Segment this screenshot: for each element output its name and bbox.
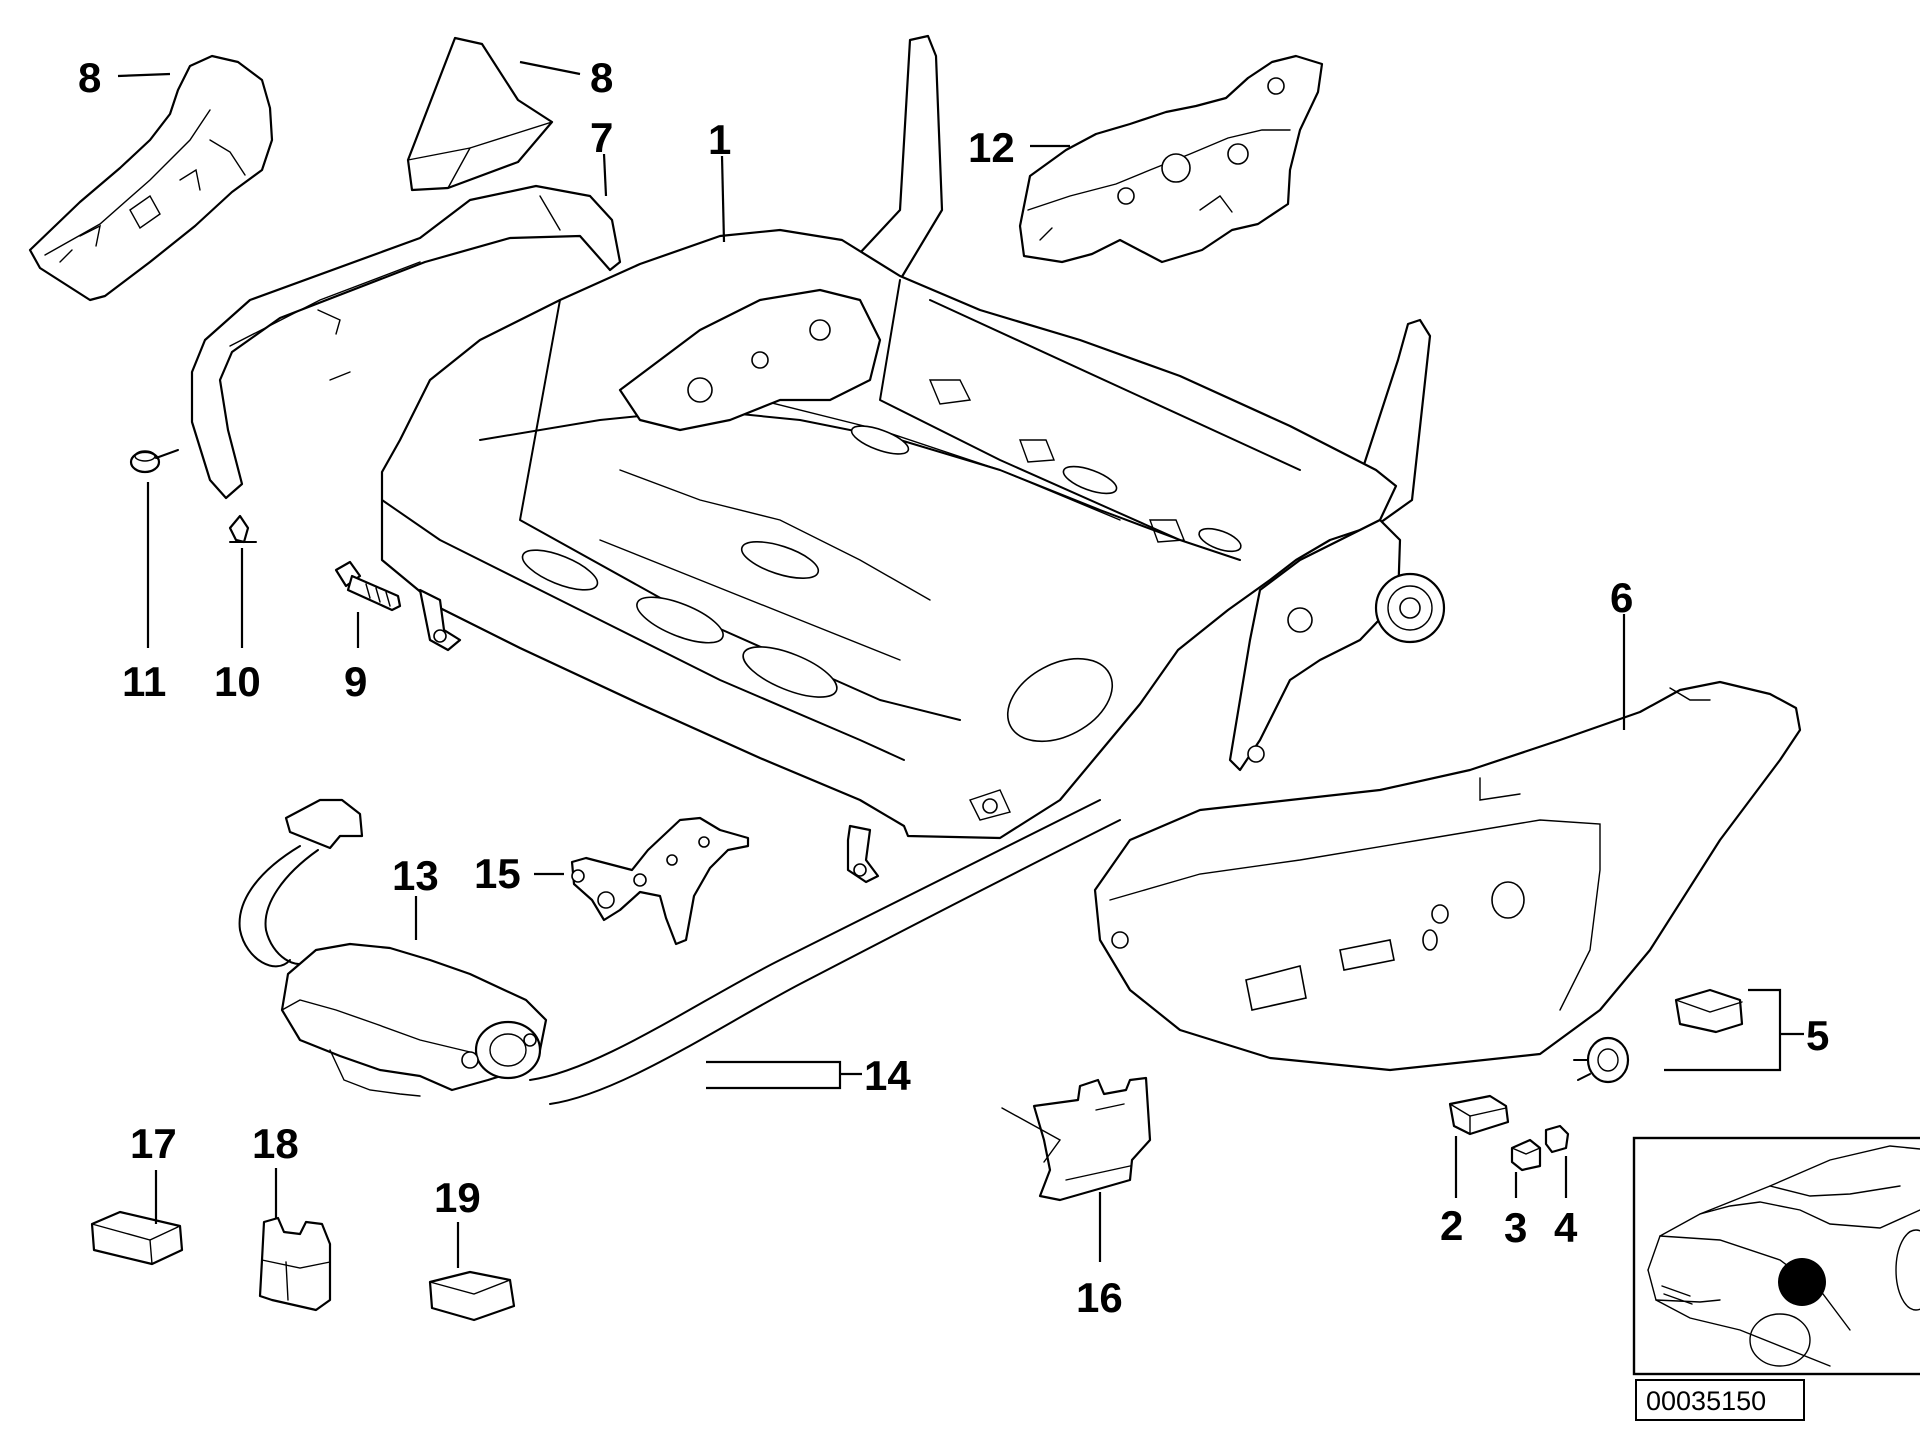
callout-18: 18	[252, 1120, 299, 1167]
callout-1: 1	[708, 116, 731, 163]
part-6-side-trim	[1093, 680, 1802, 1072]
reference-number: 00035150	[1646, 1386, 1766, 1416]
part-7-trim-strip	[190, 184, 622, 500]
part-4-cap	[1544, 1124, 1570, 1154]
part-10-clip	[228, 514, 257, 544]
part-12-adjuster-mechanism	[1018, 54, 1324, 264]
callout-19: 19	[434, 1174, 481, 1221]
part-14-cables	[529, 799, 1121, 1105]
part-17-clip	[90, 1210, 184, 1266]
part-16-plate	[1001, 1076, 1152, 1202]
callout-6: 6	[1610, 574, 1633, 621]
callout-8-right: 8	[590, 54, 613, 101]
part-19-cap	[428, 1270, 516, 1322]
part-13-motor	[238, 798, 548, 1097]
part-11-screw	[129, 449, 179, 474]
callout-11: 11	[122, 658, 166, 705]
callout-3: 3	[1504, 1204, 1527, 1251]
callout-8-left: 8	[78, 54, 101, 101]
part-9-bolt	[334, 560, 402, 612]
callout-5: 5	[1806, 1012, 1829, 1059]
part-3-cap	[1510, 1138, 1542, 1172]
callout-4: 4	[1554, 1204, 1578, 1251]
callout-7: 7	[590, 114, 613, 161]
callout-16: 16	[1076, 1274, 1123, 1321]
callout-labels: 8 8 7 1 12 11 10 9 6 13 15 14 5 17 18 19…	[78, 54, 1829, 1321]
callout-14: 14	[864, 1052, 911, 1099]
leader-lines	[117, 60, 1804, 1268]
car-outline	[1647, 1145, 1920, 1367]
part-8-triangle-trim	[406, 36, 554, 192]
part-1-seat-frame	[380, 34, 1446, 884]
part-2-connector	[1448, 1094, 1510, 1136]
seat-location-marker	[1778, 1258, 1826, 1306]
part-18-holder	[258, 1216, 332, 1312]
part-5-switch	[1573, 988, 1744, 1084]
callout-9: 9	[344, 658, 367, 705]
part-15-bracket	[570, 816, 750, 946]
callout-10: 10	[214, 658, 261, 705]
vehicle-location-inset	[1632, 1136, 1920, 1376]
callout-2: 2	[1440, 1202, 1463, 1249]
callout-13: 13	[392, 852, 439, 899]
callout-17: 17	[130, 1120, 177, 1167]
part-8-left-cover	[28, 54, 274, 302]
callout-12: 12	[968, 124, 1015, 171]
callout-15: 15	[474, 850, 521, 897]
reference-number-box: 00035150	[1635, 1379, 1805, 1421]
